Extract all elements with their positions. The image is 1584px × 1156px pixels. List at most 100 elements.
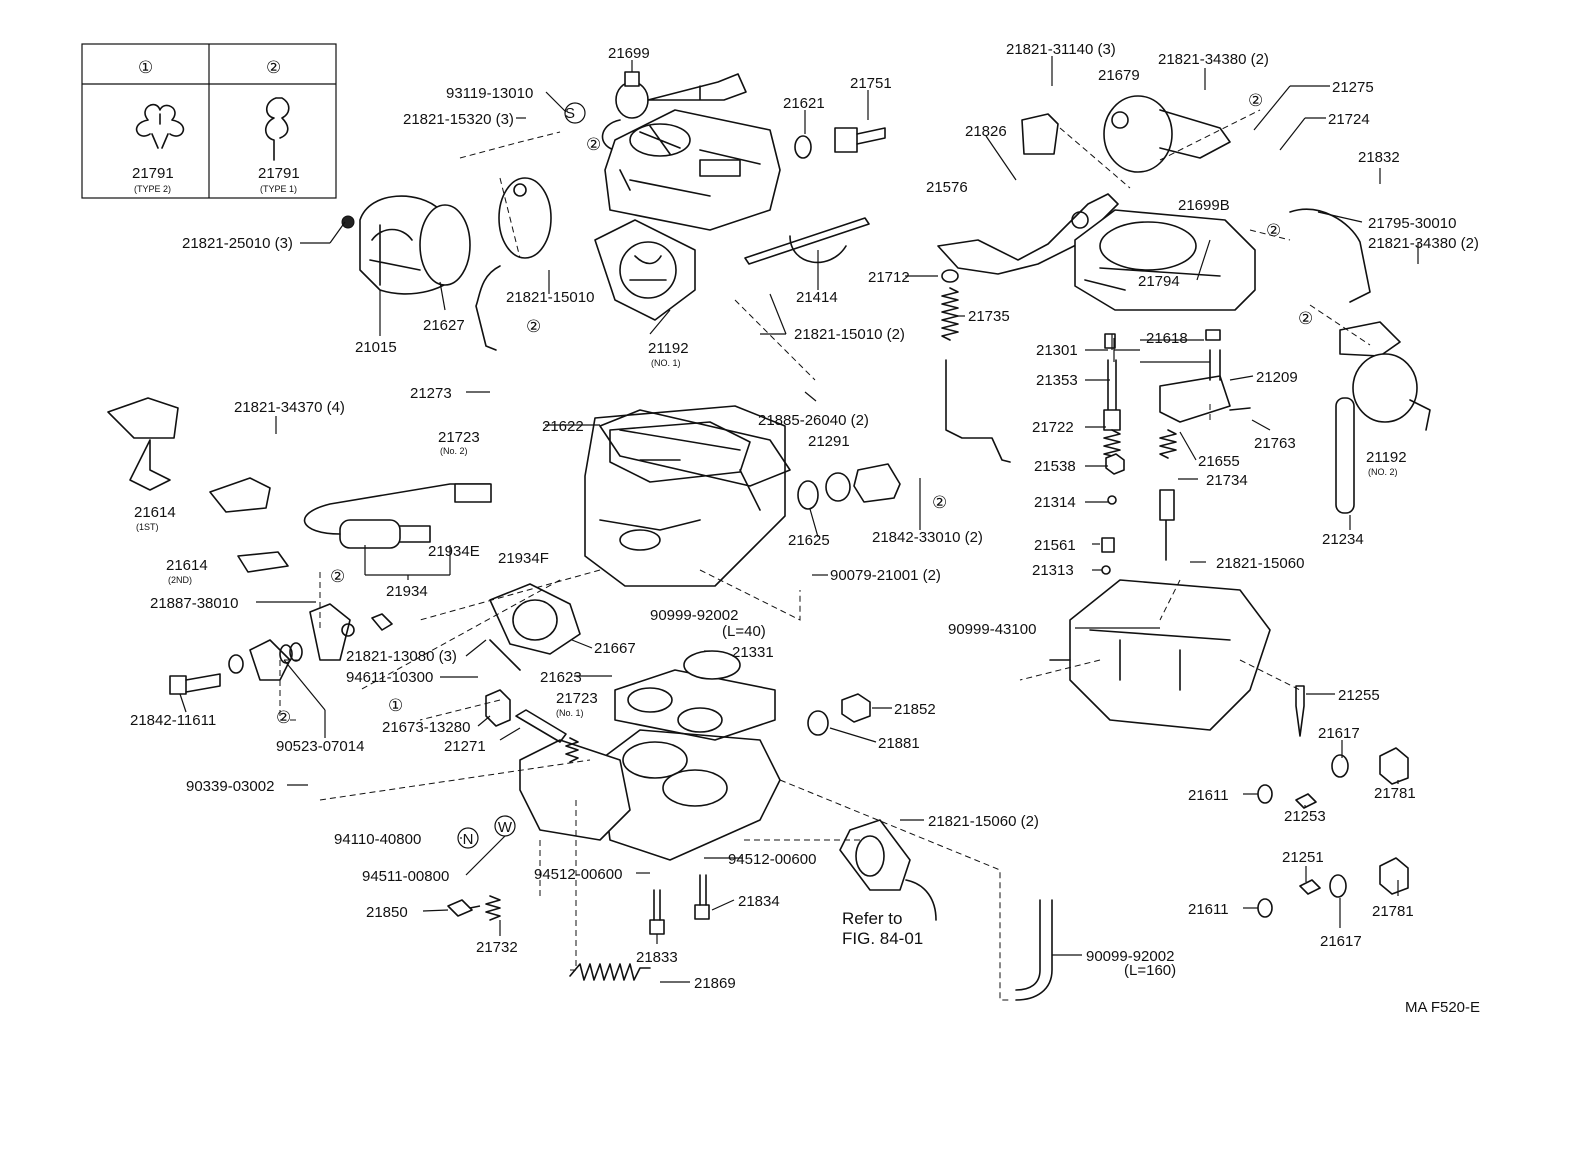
ring-21621-shape: [794, 135, 812, 159]
label-21015: 21015: [355, 339, 397, 356]
label-21722: 21722: [1032, 419, 1074, 436]
label-21273: 21273: [410, 385, 452, 402]
label-21934e: 21934E: [428, 543, 480, 560]
label-21723-no1-sub: (No. 1): [556, 708, 584, 718]
choke-plate-shape: [498, 177, 552, 259]
plate-21291-shape: [853, 463, 901, 503]
screw-21833-shape: [649, 889, 665, 935]
label-94512-00600-b: 94512-00600: [728, 851, 816, 868]
screw-21271-shape: [515, 709, 567, 743]
label-21617-b: 21617: [1320, 933, 1362, 950]
label-90523-07014: 90523-07014: [276, 738, 364, 755]
washer-21611b-shape: [1257, 898, 1273, 918]
label-21621: 21621: [783, 95, 825, 112]
clip-type2-icon: [135, 103, 185, 149]
positioner-21667-shape: [489, 583, 581, 671]
label-21679: 21679: [1098, 67, 1140, 84]
legend-col2-part: 21791: [258, 165, 300, 182]
bracket-21614-2nd-shape: [209, 477, 289, 573]
label-21832: 21832: [1358, 149, 1400, 166]
throttle-body-shape: [599, 729, 781, 861]
label-21192-no2: 21192: [1366, 449, 1407, 466]
label-21561: 21561: [1034, 537, 1076, 554]
label-90999-92002-a-sub: (L=40): [722, 623, 766, 640]
washer-21881-shape: [807, 710, 829, 736]
label-21625: 21625: [788, 532, 830, 549]
plug-21561-shape: [1101, 537, 1115, 553]
fitting-21781b-shape: [1379, 857, 1409, 895]
spring-21732-shape: [485, 895, 501, 921]
label-21655: 21655: [1198, 453, 1240, 470]
vacuum-unit-21679-shape: [1103, 95, 1231, 173]
ring-21625-shape: [797, 480, 819, 510]
choke-breaker-21699-shape: [601, 71, 747, 151]
label-21734: 21734: [1206, 472, 1248, 489]
label-21313: 21313: [1032, 562, 1074, 579]
choke-lever-shape: [937, 193, 1119, 275]
legend-col2-type: (TYPE 1): [260, 184, 297, 194]
marker-circle2-c: ②: [1248, 91, 1263, 110]
label-21821-31140: 21821-31140 (3): [1006, 41, 1116, 58]
label-21934: 21934: [386, 583, 428, 600]
label-21781-a: 21781: [1374, 785, 1416, 802]
marker-circle2-e: ②: [1298, 309, 1313, 328]
label-21192-no2-sub: (NO. 2): [1368, 467, 1398, 477]
marker-circle1-a: ①: [388, 696, 403, 715]
screw-21251-shape: [1299, 879, 1321, 895]
air-horn-shape: [604, 109, 781, 231]
screw-21834-shape: [694, 874, 710, 920]
screw-21751-shape: [834, 127, 886, 153]
label-90999-43100: 90999-43100: [948, 621, 1036, 638]
label-21699b: 21699B: [1178, 197, 1230, 214]
label-21834: 21834: [738, 893, 780, 910]
screw-21253-shape: [1295, 793, 1317, 809]
label-21614-1st: 21614: [134, 504, 176, 521]
label-21331: 21331: [732, 644, 774, 661]
washer-21617b-shape: [1329, 874, 1347, 898]
main-body-shape: [584, 405, 786, 587]
label-21781-b: 21781: [1372, 903, 1414, 920]
part-labels: 21699 93119-13010 21821-15320 (3) 21621 …: [130, 41, 1480, 1016]
label-90339-03002: 90339-03002: [186, 778, 274, 795]
gasket-21622-shape: [599, 409, 791, 487]
marker-circle2-g: ②: [330, 567, 345, 586]
legend-col1-type: (TYPE 2): [134, 184, 171, 194]
label-21794: 21794: [1138, 273, 1180, 290]
throttle-linkage-shape: [519, 739, 631, 841]
label-21723-no1: 21723: [556, 690, 598, 707]
spring-21869-shape: [569, 963, 651, 981]
float-cover-shape: [1074, 209, 1256, 311]
label-21712: 21712: [868, 269, 910, 286]
label-21723-no2: 21723: [438, 429, 480, 446]
screw-21842-11611-shape: [169, 639, 303, 695]
label-21821-25010: 21821-25010 (3): [182, 235, 293, 252]
label-21723-no2-sub: (No. 2): [440, 446, 468, 456]
label-21821-15010-b: 21821-15010 (2): [794, 326, 905, 343]
label-21699: 21699: [608, 45, 650, 62]
label-21673-13280: 21673-13280: [382, 719, 470, 736]
ball-21313-shape: [1101, 565, 1111, 575]
part-drawings: [107, 71, 1431, 1001]
label-21667: 21667: [594, 640, 636, 657]
marker-circle2-h: ②: [276, 708, 291, 727]
clip-type-legend: ① ② 21791 (TYPE 2) 21791 (TYPE 1): [81, 43, 337, 199]
assembly-dashed-lines: [279, 109, 1371, 1001]
label-21301: 21301: [1036, 342, 1078, 359]
label-21850: 21850: [366, 904, 408, 921]
bracket-21614-1st-shape: [107, 397, 179, 491]
washer-21611a-shape: [1257, 784, 1273, 804]
label-21852: 21852: [894, 701, 936, 718]
marker-s: S: [565, 105, 575, 122]
marker-circle2-a: ②: [586, 135, 601, 154]
legend-col2-symbol: ②: [266, 58, 281, 77]
label-21826: 21826: [965, 123, 1007, 140]
disc-21331-shape: [683, 650, 741, 680]
label-21821-15060-a: 21821-15060: [1216, 555, 1304, 572]
label-21253: 21253: [1284, 808, 1326, 825]
label-21192-no1: 21192: [648, 340, 689, 357]
label-21821-15320: 21821-15320 (3): [403, 111, 514, 128]
label-21623: 21623: [540, 669, 582, 686]
marker-circle2-b: ②: [526, 317, 541, 336]
label-21353: 21353: [1036, 372, 1078, 389]
label-21735: 21735: [968, 308, 1010, 325]
